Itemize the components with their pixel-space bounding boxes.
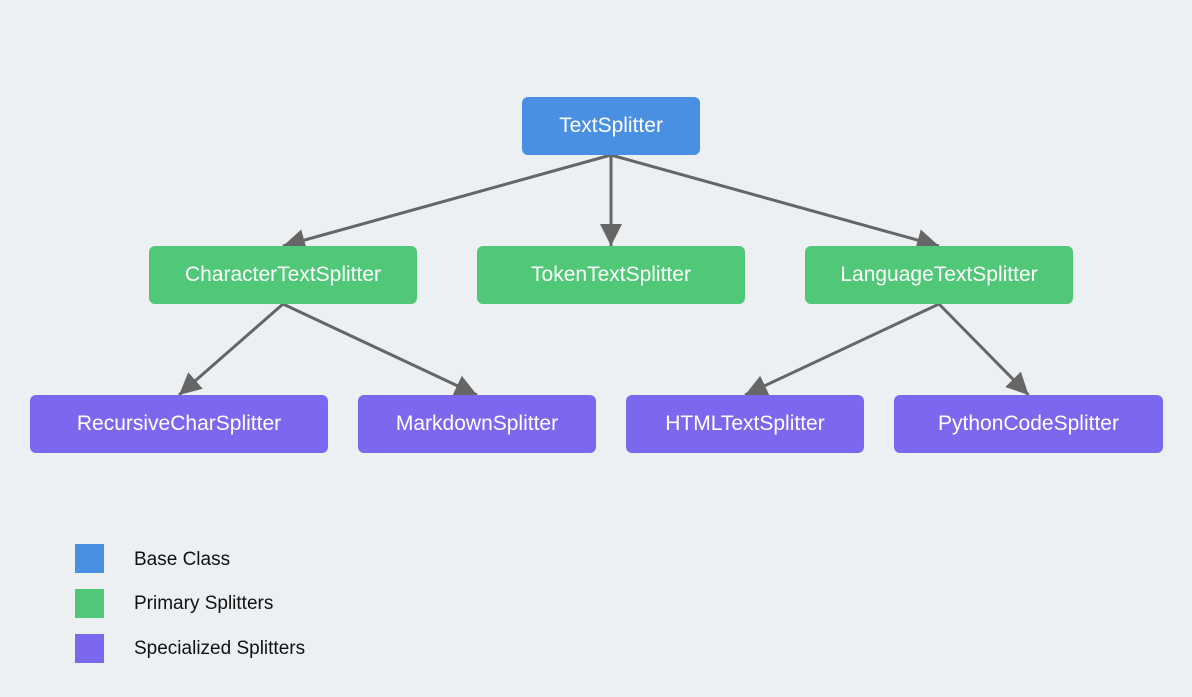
legend-swatch-base bbox=[75, 544, 104, 573]
node-text-splitter[interactable]: TextSplitter bbox=[522, 97, 700, 155]
legend-swatch-specialized bbox=[75, 634, 104, 663]
node-language-text-splitter[interactable]: LanguageTextSplitter bbox=[805, 246, 1073, 304]
edge-text-splitter-to-language-text-splitter bbox=[610, 153, 940, 251]
legend-label-specialized: Specialized Splitters bbox=[134, 638, 306, 659]
legend-label-primary: Primary Splitters bbox=[134, 593, 274, 614]
edge-language-text-splitter-to-python-code-splitter bbox=[937, 302, 1030, 397]
legend-swatch-primary bbox=[75, 589, 104, 618]
edge-character-text-splitter-to-recursive-char-splitter bbox=[178, 302, 284, 397]
node-python-code-splitter[interactable]: PythonCodeSplitter bbox=[894, 395, 1163, 453]
node-recursive-char-splitter[interactable]: RecursiveCharSplitter bbox=[30, 395, 328, 453]
edge-language-text-splitter-to-html-text-splitter bbox=[744, 302, 940, 397]
legend-label-base: Base Class bbox=[134, 549, 231, 570]
edge-character-text-splitter-to-markdown-splitter bbox=[282, 302, 478, 397]
node-markdown-splitter[interactable]: MarkdownSplitter bbox=[358, 395, 596, 453]
node-character-text-splitter[interactable]: CharacterTextSplitter bbox=[149, 246, 417, 304]
node-token-text-splitter[interactable]: TokenTextSplitter bbox=[477, 246, 745, 304]
edge-text-splitter-to-character-text-splitter bbox=[282, 153, 612, 251]
node-html-text-splitter[interactable]: HTMLTextSplitter bbox=[626, 395, 864, 453]
